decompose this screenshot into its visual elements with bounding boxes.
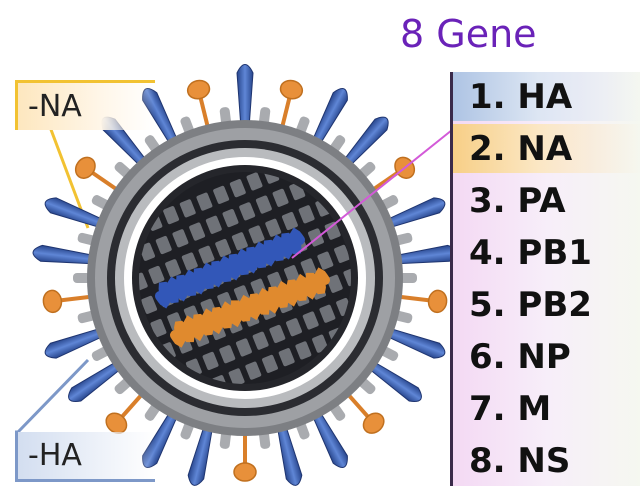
gene-item-ns: 8. NS [469, 440, 571, 481]
ha-spike [44, 197, 107, 230]
na-label: -NA [15, 80, 155, 130]
ha-label-text: -HA [28, 438, 82, 473]
ha-spike [310, 88, 348, 148]
ha-spike [44, 326, 107, 359]
diagram-title: 8 Gene [400, 12, 537, 56]
ha-spike [236, 64, 254, 129]
ha-spike [276, 422, 303, 486]
ha-spike [365, 359, 422, 403]
ha-spike [68, 359, 125, 403]
gene-item-pb2: 5. PB2 [469, 284, 592, 325]
gene-item-m: 7. M [469, 388, 552, 429]
ha-spike [392, 244, 458, 265]
ha-spike [383, 197, 446, 230]
gene-item-pb1: 4. PB1 [469, 232, 592, 273]
rnp-segment [195, 321, 351, 384]
gene-item-ha: 1. HA [453, 72, 640, 121]
na-label-text: -NA [28, 89, 82, 124]
ha-spike [340, 116, 389, 170]
gene-item-np: 6. NP [469, 336, 571, 377]
ha-spike [310, 408, 348, 468]
ha-spike [383, 326, 446, 359]
na-spike [42, 289, 97, 314]
ha-gene-segment [155, 227, 305, 309]
gene-item-pa: 3. PA [469, 180, 566, 221]
gene-item-na: 2. NA [453, 124, 640, 173]
ha-spike [32, 244, 98, 265]
gene-leader-line [291, 129, 453, 259]
gene-list: 1. HA 2. NA 3. PA 4. PB1 5. PB2 6. NP 7.… [450, 72, 640, 486]
ha-label: -HA [15, 432, 155, 482]
ha-spike [187, 422, 214, 486]
na-gene-segment [170, 267, 330, 348]
